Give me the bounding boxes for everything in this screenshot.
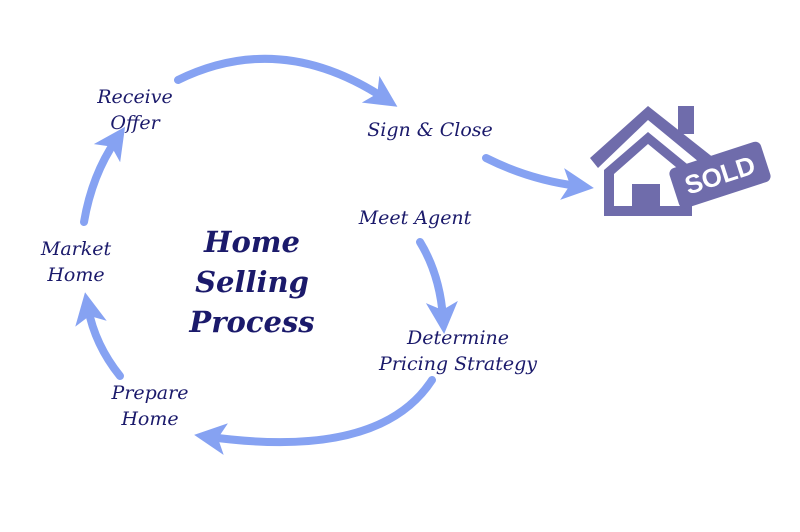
step-label: Receive: [97, 86, 173, 108]
diagram-title: Home Selling Process: [189, 222, 314, 342]
title-line: Selling: [195, 265, 309, 299]
step-label: Determine: [406, 327, 509, 349]
step-market-home: Market Home: [41, 236, 111, 288]
step-sign-close: Sign & Close: [367, 117, 493, 143]
step-label: Offer: [110, 112, 160, 134]
arrow-pricing-to-prepare: [194, 376, 436, 455]
step-label: Home: [47, 264, 105, 286]
title-line: Process: [189, 305, 315, 339]
arrow-market-to-offer: [80, 126, 126, 226]
step-label: Pricing Strategy: [379, 353, 537, 375]
step-determine-pricing: Determine Pricing Strategy: [379, 325, 537, 377]
step-label: Sign & Close: [367, 119, 493, 141]
step-label: Prepare: [111, 382, 189, 404]
arrow-prepare-to-market: [75, 292, 124, 380]
title-line: Home: [204, 225, 300, 259]
step-label: Market: [40, 238, 112, 260]
step-meet-agent: Meet Agent: [359, 205, 472, 231]
arrow-close-to-sold: [482, 154, 594, 200]
step-prepare-home: Prepare Home: [112, 380, 189, 432]
step-label: Meet Agent: [358, 207, 472, 229]
step-label: Home: [121, 408, 179, 430]
sold-house-icon: SOLD: [590, 106, 771, 216]
arrow-offer-to-close: [174, 54, 398, 107]
arrow-agent-to-pricing: [416, 238, 458, 334]
step-receive-offer: Receive Offer: [97, 84, 173, 136]
